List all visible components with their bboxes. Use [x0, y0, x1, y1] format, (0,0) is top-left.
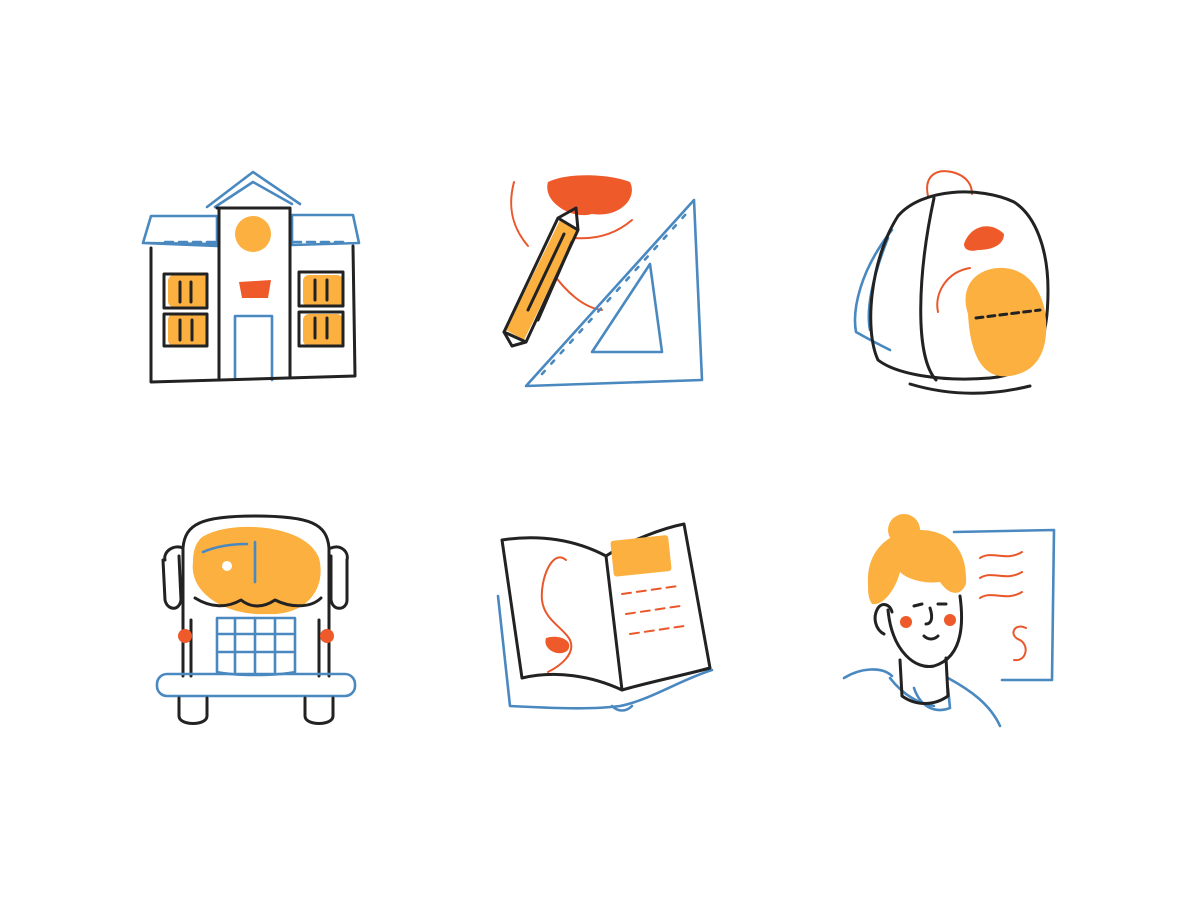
pencil-set-square-icon — [480, 160, 720, 400]
teacher-icon — [830, 500, 1070, 740]
school-building-icon — [135, 160, 375, 400]
school-bus-icon — [135, 500, 375, 740]
open-notebook-icon — [480, 500, 720, 740]
backpack-icon — [830, 160, 1070, 400]
